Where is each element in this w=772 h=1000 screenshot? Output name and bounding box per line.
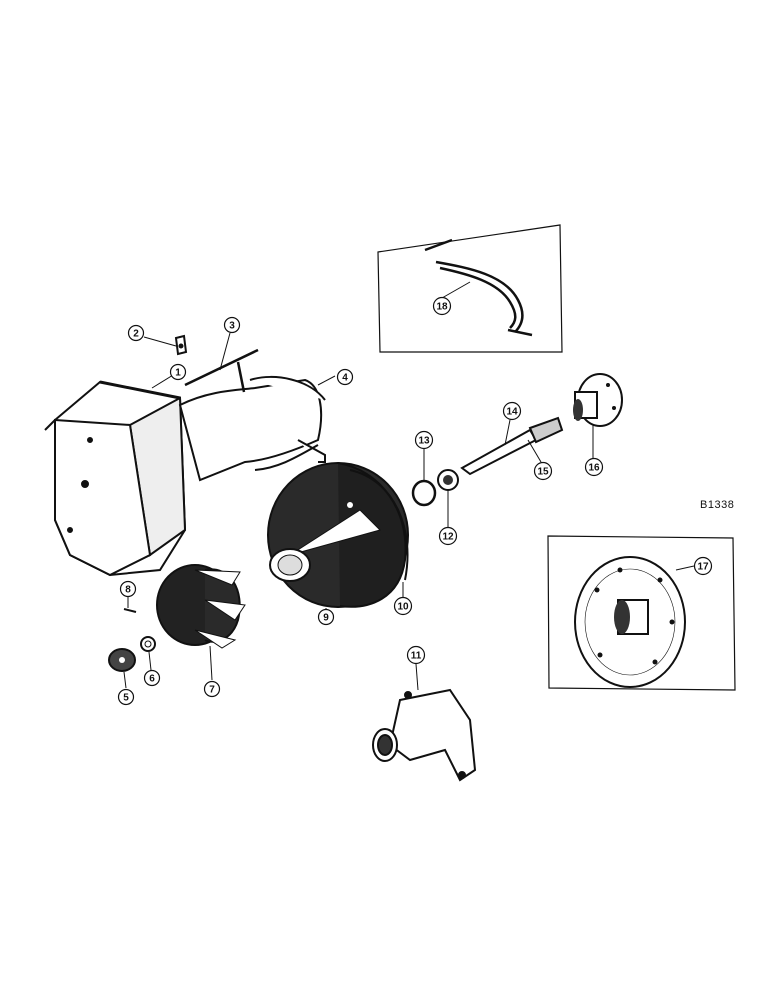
callout-14: 14 <box>502 401 522 421</box>
part-14-shaft <box>460 416 564 476</box>
svg-text:2: 2 <box>133 329 139 340</box>
part-12-bearing <box>437 469 459 491</box>
callout-17: 17 <box>693 556 713 576</box>
part-4-duct <box>178 376 326 482</box>
callout-9: 9 <box>317 608 335 626</box>
callouts: 1 2 3 4 5 6 7 8 <box>117 296 713 706</box>
callout-4: 4 <box>336 368 354 386</box>
part-9-drum <box>267 462 409 608</box>
part-2-clip <box>174 334 188 356</box>
part-13-snap-ring <box>411 479 437 507</box>
svg-text:1: 1 <box>175 368 181 379</box>
callout-18: 18 <box>432 296 452 316</box>
callout-15: 15 <box>533 461 553 481</box>
svg-text:9: 9 <box>323 613 329 624</box>
svg-text:12: 12 <box>442 532 454 543</box>
part-5-nut <box>108 648 136 672</box>
svg-text:15: 15 <box>537 467 549 478</box>
inset-box-17 <box>547 535 736 691</box>
callout-3: 3 <box>223 316 241 334</box>
callout-12: 12 <box>438 526 458 546</box>
inset-box-18 <box>377 224 563 353</box>
callout-7: 7 <box>203 680 221 698</box>
part-8-pin <box>123 608 137 613</box>
part-10-rim <box>349 469 409 581</box>
leader-lines <box>123 281 695 691</box>
callout-8: 8 <box>119 580 137 598</box>
svg-text:14: 14 <box>506 407 518 418</box>
svg-text:11: 11 <box>411 651 422 662</box>
part-6-washer <box>140 636 156 652</box>
callout-10: 10 <box>393 596 413 616</box>
part-7-impeller <box>156 564 246 649</box>
svg-text:3: 3 <box>229 321 235 332</box>
svg-text:17: 17 <box>697 562 709 573</box>
callout-16: 16 <box>584 457 604 477</box>
part-3-rod <box>184 348 259 393</box>
callout-1: 1 <box>169 363 187 381</box>
callout-5: 5 <box>117 688 135 706</box>
svg-text:6: 6 <box>149 674 155 685</box>
callout-2: 2 <box>127 324 145 342</box>
part-11-bearing-housing <box>372 688 477 782</box>
svg-text:10: 10 <box>397 602 409 613</box>
part-1-housing <box>44 380 187 577</box>
callout-6: 6 <box>143 669 161 687</box>
part-16-hub <box>573 373 623 427</box>
svg-text:18: 18 <box>436 302 448 313</box>
svg-text:16: 16 <box>588 463 600 474</box>
svg-text:7: 7 <box>209 685 215 696</box>
svg-text:5: 5 <box>123 693 129 704</box>
part-18-bracket <box>424 238 533 337</box>
svg-text:13: 13 <box>418 436 430 447</box>
figure-id: B1338 <box>700 499 734 511</box>
part-17-flange <box>574 556 686 688</box>
svg-text:8: 8 <box>125 585 131 596</box>
svg-text:4: 4 <box>342 373 348 384</box>
callout-13: 13 <box>414 430 434 450</box>
callout-11: 11 <box>406 645 426 665</box>
